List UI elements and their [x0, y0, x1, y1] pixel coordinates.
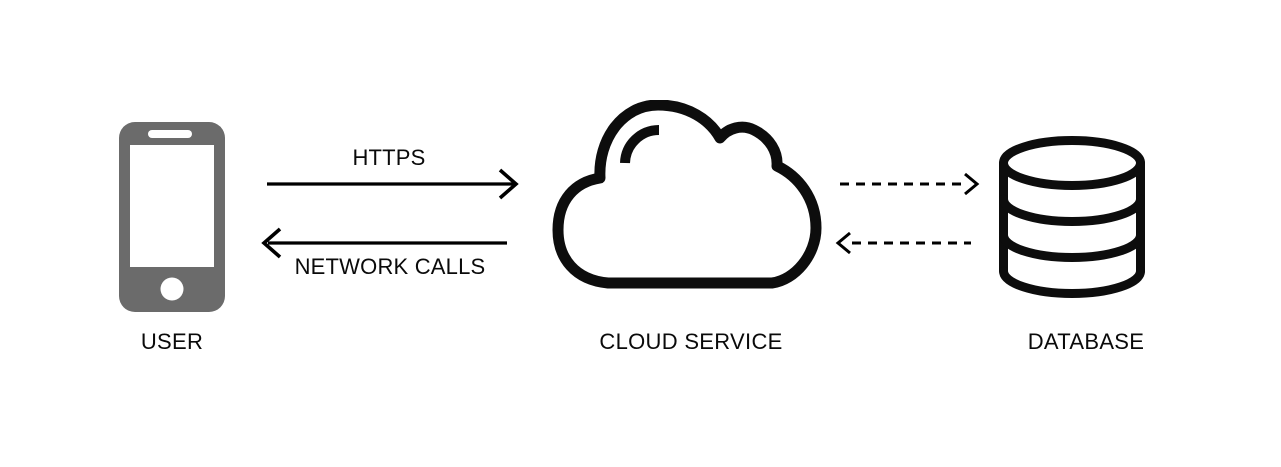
database-band-1: [999, 194, 1145, 226]
https-arrow: [267, 168, 519, 200]
smartphone-icon: [119, 122, 225, 312]
user-node-label: USER: [140, 329, 204, 354]
dashed-arrowhead-right-icon: [964, 172, 980, 196]
database-icon: [999, 136, 1145, 298]
cloud-node-label: CLOUD SERVICE: [599, 329, 783, 354]
dashed-arrowhead-left-icon: [835, 231, 851, 255]
network-calls-arrow: [261, 227, 507, 259]
database-to-cloud-dashed-arrow: [835, 231, 971, 255]
network-calls-arrowhead-left-icon: [261, 227, 282, 259]
database-bottom-arc: [999, 266, 1145, 298]
cloud-icon: [552, 100, 822, 289]
database-band-2: [999, 230, 1145, 262]
network-calls-edge-label: NETWORK CALLS: [294, 254, 486, 279]
database-cylinder: [999, 136, 1145, 298]
smartphone-home-button: [160, 277, 184, 301]
https-edge-label: HTTPS: [352, 145, 426, 170]
cloud-outline: [552, 100, 822, 289]
cloud-to-database-dashed-arrow: [840, 172, 980, 196]
database-node-label: DATABASE: [1027, 329, 1145, 354]
cloud-inner-arc: [620, 125, 660, 164]
smartphone-screen: [130, 145, 214, 267]
smartphone-speaker: [148, 130, 192, 138]
https-arrowhead-right-icon: [498, 168, 519, 200]
